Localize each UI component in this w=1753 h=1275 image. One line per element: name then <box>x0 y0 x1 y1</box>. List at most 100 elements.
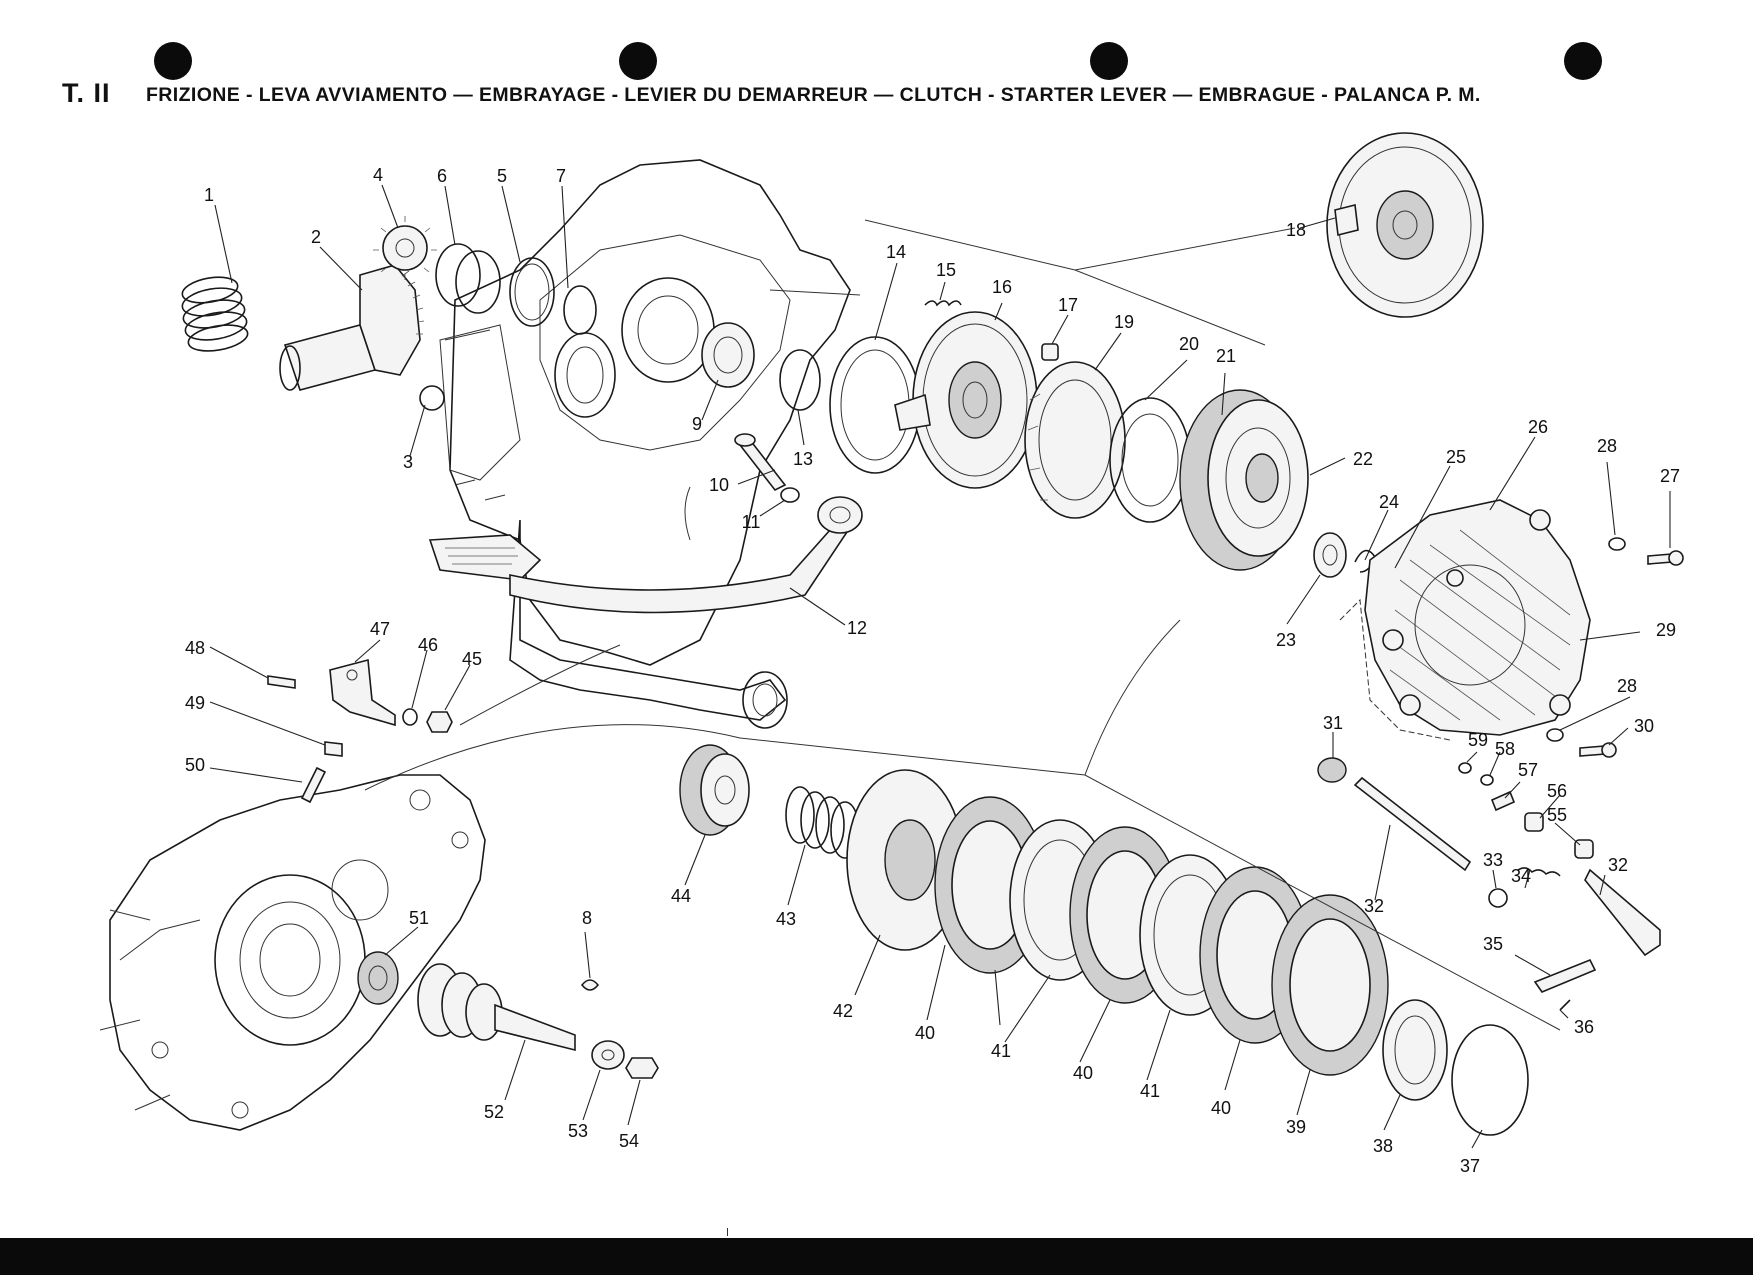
circlip-rings <box>419 243 821 411</box>
callout-36: 36 <box>1574 1017 1594 1037</box>
callout-33: 33 <box>1483 850 1503 870</box>
callout-3: 3 <box>403 452 413 472</box>
callout-30: 30 <box>1634 716 1654 736</box>
callout-48: 48 <box>185 638 205 658</box>
punch-hole <box>1564 42 1602 80</box>
bearing-23 <box>1313 532 1347 578</box>
callout-8: 8 <box>582 908 592 928</box>
callout-59: 59 <box>1468 730 1488 750</box>
callout-9: 9 <box>692 414 702 434</box>
kickstart-pinion <box>373 216 437 280</box>
callout-27: 27 <box>1660 466 1680 486</box>
callout-17: 17 <box>1058 295 1078 315</box>
callout-55: 55 <box>1547 805 1567 825</box>
callout-37: 37 <box>1460 1156 1480 1176</box>
callout-32: 32 <box>1364 896 1384 916</box>
callout-45: 45 <box>462 649 482 669</box>
cap-38 <box>1382 999 1448 1101</box>
punch-hole <box>154 42 192 80</box>
callout-1: 1 <box>204 185 214 205</box>
callout-57: 57 <box>1518 760 1538 780</box>
bracket-line-clutch <box>364 486 1561 1031</box>
plate-42 <box>846 769 964 951</box>
callout-35: 35 <box>1483 934 1503 954</box>
callout-16: 16 <box>992 277 1012 297</box>
callout-34: 34 <box>1511 866 1531 886</box>
callout-14: 14 <box>886 242 906 262</box>
callout-50: 50 <box>185 755 205 775</box>
primary-gear-16 <box>894 311 1038 489</box>
callout-12: 12 <box>847 618 867 638</box>
callout-28: 28 <box>1617 676 1637 696</box>
gasket-26 <box>1339 598 1451 741</box>
callout-4: 4 <box>373 165 383 185</box>
circlip-37 <box>1451 1024 1529 1136</box>
callout-19: 19 <box>1114 312 1134 332</box>
callout-46: 46 <box>418 635 438 655</box>
callout-40: 40 <box>1073 1063 1093 1083</box>
plate-number: T. II <box>62 78 111 108</box>
kickstart-spring <box>181 276 249 352</box>
engine-case-half <box>439 159 861 729</box>
clutch-assembly-22 <box>1179 389 1309 571</box>
callout-42: 42 <box>833 1001 853 1021</box>
callout-6: 6 <box>437 166 447 186</box>
bolt-10 <box>734 433 800 503</box>
callout-41: 41 <box>991 1041 1011 1061</box>
callout-40: 40 <box>1211 1098 1231 1118</box>
callout-38: 38 <box>1373 1136 1393 1156</box>
callout-32: 32 <box>1608 855 1628 875</box>
callout-44: 44 <box>671 886 691 906</box>
callout-47: 47 <box>370 619 390 639</box>
nut-17 <box>1041 343 1059 361</box>
callout-53: 53 <box>568 1121 588 1141</box>
callout-51: 51 <box>409 908 429 928</box>
callout-20: 20 <box>1179 334 1199 354</box>
bracket-line-18 <box>864 219 1296 346</box>
page-center-mark <box>727 1228 728 1236</box>
clutch-drum-19 <box>1024 361 1126 519</box>
callout-52: 52 <box>484 1102 504 1122</box>
callout-54: 54 <box>619 1131 639 1151</box>
callout-58: 58 <box>1495 739 1515 759</box>
callout-40: 40 <box>915 1023 935 1043</box>
callout-5: 5 <box>497 166 507 186</box>
small-fasteners <box>267 675 453 804</box>
punch-hole <box>1090 42 1128 80</box>
bracket-47 <box>329 658 396 727</box>
clutch-bell-18 <box>1326 132 1484 318</box>
engine-case-cover <box>99 774 486 1131</box>
callout-29: 29 <box>1656 620 1676 640</box>
key-8 <box>580 979 600 991</box>
callout-21: 21 <box>1216 346 1236 366</box>
callout-labels: 1 2 3 4 5 6 7 8 9 10 11 12 13 14 15 16 1… <box>185 165 1680 1176</box>
callout-10: 10 <box>709 475 729 495</box>
bearing-51 <box>357 951 399 1005</box>
scan-edge-band <box>0 1238 1753 1275</box>
callout-31: 31 <box>1323 713 1343 733</box>
callout-49: 49 <box>185 693 205 713</box>
kickstart-shaft-sector <box>279 262 425 391</box>
callout-25: 25 <box>1446 447 1466 467</box>
spring-15 <box>924 300 962 307</box>
bearing-9 <box>701 322 755 388</box>
clutch-hub-44 <box>679 744 750 836</box>
pressure-plate-39 <box>1271 894 1389 1076</box>
callout-11: 11 <box>742 512 761 532</box>
punch-hole <box>619 42 657 80</box>
leader-lines <box>209 184 1671 1149</box>
callout-18: 18 <box>1286 220 1306 240</box>
washer-53-nut-54 <box>591 1040 659 1079</box>
callout-39: 39 <box>1286 1117 1306 1137</box>
callout-22: 22 <box>1353 449 1373 469</box>
callout-2: 2 <box>311 227 321 247</box>
kickstart-lever <box>428 496 863 614</box>
callout-24: 24 <box>1379 492 1399 512</box>
exploded-parts-diagram: 1 2 3 4 5 6 7 8 9 10 11 12 13 14 15 16 1… <box>99 132 1684 1176</box>
callout-13: 13 <box>793 449 813 469</box>
callout-23: 23 <box>1276 630 1296 650</box>
release-parts <box>1317 757 1661 1011</box>
callout-7: 7 <box>556 166 566 186</box>
callout-56: 56 <box>1547 781 1567 801</box>
plate-20 <box>1109 397 1191 523</box>
